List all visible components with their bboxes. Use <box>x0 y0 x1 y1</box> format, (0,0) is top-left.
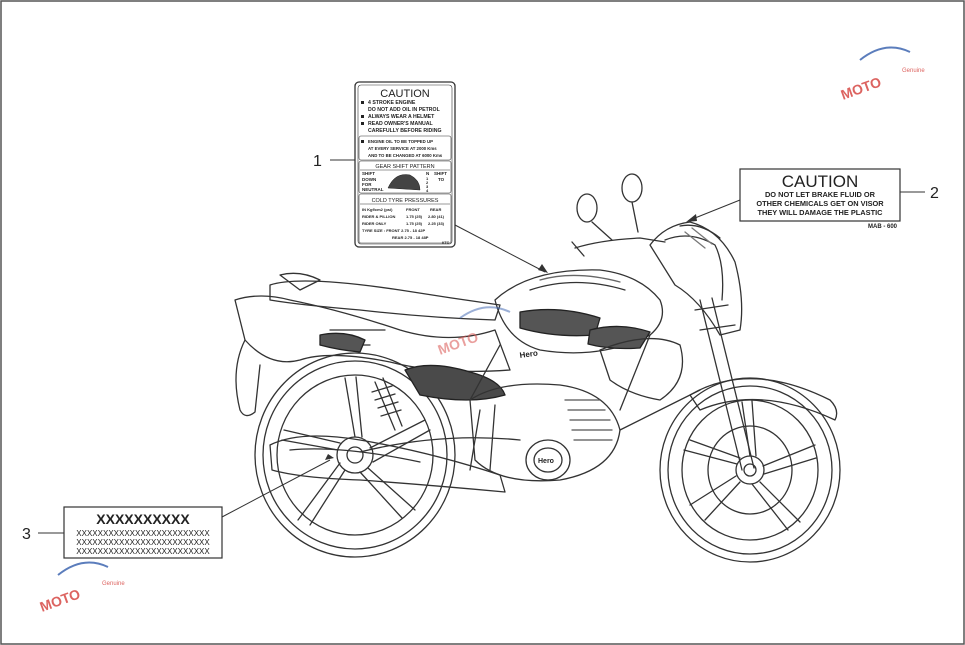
leader-arrow-2 <box>689 199 741 221</box>
label1-tyre-header-0: IN Kgf/cm2 (psi) <box>362 207 393 212</box>
label1-item-0: 4 STROKE ENGINE <box>368 100 416 106</box>
label1-tyre-row1-label: RIDER ONLY <box>362 221 387 226</box>
label1-gear-neutral: NEUTRAL <box>362 187 384 192</box>
watermark-sub-top: Genuine <box>902 68 925 74</box>
callout-number-1: 1 <box>313 153 322 170</box>
tank-hero-logo: Hero <box>519 349 538 360</box>
placeholder-label-3: XXXXXXXXXX XXXXXXXXXXXXXXXXXXXXXXXXX XXX… <box>63 506 223 559</box>
side-panel-decal <box>404 364 506 401</box>
tank-shroud <box>599 337 684 401</box>
callout-number-2: 2 <box>930 185 939 202</box>
arrowhead-3 <box>325 454 334 460</box>
label3-title: XXXXXXXXXX <box>96 511 190 527</box>
arrowhead-1 <box>538 264 548 273</box>
label1-oil-0: ENGINE OIL TO BE TOPPED UP <box>368 139 433 144</box>
label1-gear-n: N <box>426 171 429 176</box>
seat <box>269 280 501 321</box>
arrowhead-2 <box>686 214 697 222</box>
caution-label-1: CAUTION 4 STROKE ENGINE DO NOT ADD OIL I… <box>354 81 456 248</box>
label1-tyre-header-1: FRONT <box>406 207 420 212</box>
rear-shock <box>374 377 403 431</box>
engine-hero-badge: Hero <box>538 458 554 465</box>
label1-tyre-row1-front: 1.75 (25) <box>406 221 423 226</box>
label1-tyre-size-front: TYRE SIZE : FRONT 2.75 - 18 42P <box>362 228 425 233</box>
motorcycle-illustration <box>234 173 841 563</box>
label3-line-1: XXXXXXXXXXXXXXXXXXXXXXXXX <box>76 538 210 547</box>
label1-oil-1: AT EVERY SERVICE AT 2000 Kms <box>368 146 437 151</box>
label1-gear-to: TO <box>438 177 445 182</box>
label1-tyre-code: KTC <box>442 241 450 245</box>
label1-tyre-row0-rear: 2.80 (41) <box>428 214 445 219</box>
label2-line-1: OTHER CHEMICALS GET ON VISOR <box>756 199 884 208</box>
label1-tyre-row1-rear: 2.25 (33) <box>428 221 445 226</box>
label1-tyre-header-2: REAR <box>430 207 441 212</box>
engine <box>469 383 621 482</box>
label1-gear-num-3: 3 <box>426 184 429 189</box>
label1-gear-shift-down: SHIFT <box>362 171 375 176</box>
label3-line-0: XXXXXXXXXXXXXXXXXXXXXXXXX <box>76 529 210 538</box>
front-fork <box>699 297 755 471</box>
watermark-sub-bottom: Genuine <box>102 581 125 587</box>
label1-gear-num-1: 1 <box>426 176 429 181</box>
label1-tyre-title: COLD TYRE PRESSURES <box>372 198 439 204</box>
label1-gear-down: DOWN <box>362 177 376 182</box>
label2-title: CAUTION <box>782 172 859 191</box>
watermark-logo-center: MOTO <box>436 306 511 358</box>
watermark-logo-bottom-left: MOTO Genuine <box>38 561 125 615</box>
label1-gear-num-4: 4 <box>426 188 429 193</box>
watermark-text-bottom: MOTO <box>38 585 83 614</box>
fuel-tank <box>494 269 664 354</box>
gear-pedal-icon <box>387 174 421 191</box>
leader-lines <box>38 159 925 534</box>
headlight-visor <box>649 221 743 336</box>
tank-decal <box>519 308 601 337</box>
label1-gear-for: FOR <box>362 182 372 187</box>
label2-code: MAB - 600 <box>868 224 898 230</box>
label1-item-4: CAREFULLY BEFORE RIDING <box>368 128 442 134</box>
label2-line-2: THEY WILL DAMAGE THE PLASTIC <box>758 208 884 217</box>
label1-gear-title: GEAR SHIFT PATTERN <box>375 164 434 170</box>
leader-arrow-1 <box>454 224 546 273</box>
swingarm <box>359 437 521 453</box>
label1-tyre-size-rear: REAR 2.75 - 18 48P <box>392 235 429 240</box>
exhaust-muffler <box>269 435 506 493</box>
label1-title: CAUTION <box>380 88 430 100</box>
label1-item-3: READ OWNER'S MANUAL <box>368 121 433 127</box>
label1-tyre-row0-label: RIDER & PILLION <box>362 214 395 219</box>
watermark-text-top: MOTO <box>839 73 884 102</box>
leader-arrow-3 <box>221 459 331 518</box>
label1-tyre-row0-front: 1.75 (25) <box>406 214 423 219</box>
front-wheel <box>659 377 841 563</box>
handlebar-mirrors <box>571 173 666 257</box>
label1-oil-2: AND TO BE CHANGED AT 6000 Kms <box>368 153 443 158</box>
label2-line-0: DO NOT LET BRAKE FLUID OR <box>765 190 876 199</box>
label3-line-2: XXXXXXXXXXXXXXXXXXXXXXXXX <box>76 547 210 556</box>
label1-gear-shift: SHIFT <box>434 171 447 176</box>
watermark-text-center: MOTO <box>436 328 481 357</box>
label1-item-1: DO NOT ADD OIL IN PETROL <box>368 107 441 113</box>
label1-gear-num-2: 2 <box>426 180 429 185</box>
label1-item-2: ALWAYS WEAR A HELMET <box>368 114 435 120</box>
front-fender <box>689 378 838 421</box>
watermark-logo-top-right: MOTO Genuine <box>839 46 925 103</box>
caution-label-2: CAUTION DO NOT LET BRAKE FLUID OR OTHER … <box>739 168 901 230</box>
callout-number-3: 3 <box>22 526 31 543</box>
